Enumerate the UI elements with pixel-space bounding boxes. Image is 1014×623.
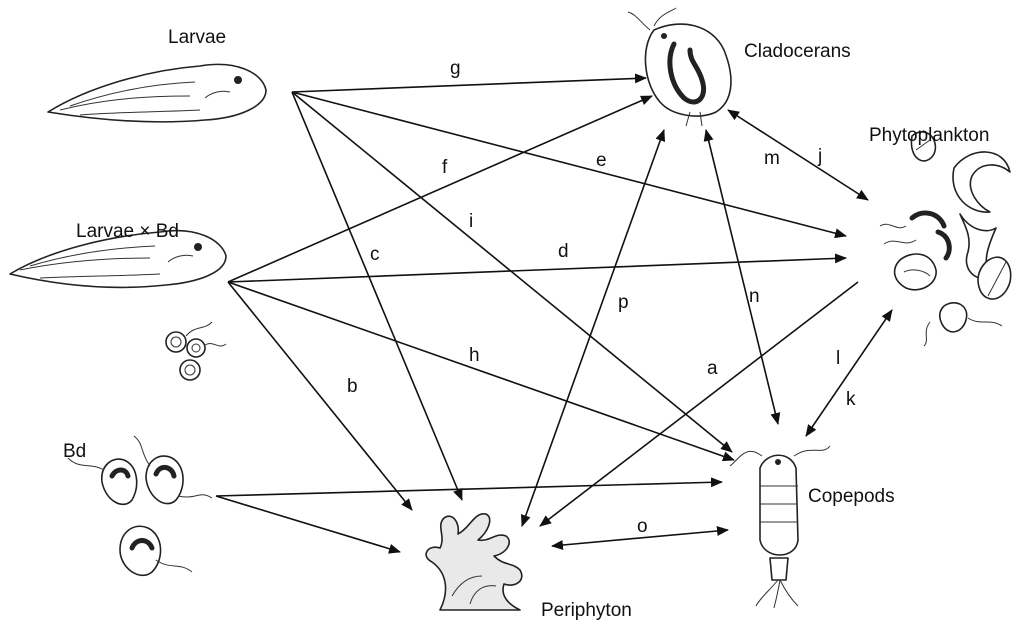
edge-p <box>522 130 664 526</box>
edge-label-o: o <box>637 516 648 537</box>
edge-label-g: g <box>450 58 461 79</box>
node-label-larvae-bd: Larvae × Bd <box>76 221 179 242</box>
larvae-illustration <box>48 64 266 121</box>
edge-b <box>228 282 412 510</box>
edge-f <box>228 96 652 282</box>
edge-label-b: b <box>347 376 358 397</box>
node-label-copepods: Copepods <box>808 486 895 507</box>
edge-label-d: d <box>558 241 569 262</box>
edge-d <box>228 258 846 282</box>
edge-label-n: n <box>749 286 760 307</box>
copepods-illustration <box>730 446 830 608</box>
edge-label-f: f <box>442 157 448 178</box>
node-label-periphyton: Periphyton <box>541 600 632 621</box>
edge-c <box>292 92 462 500</box>
edge-l-j <box>728 110 868 200</box>
edge-n <box>706 130 778 424</box>
node-label-phytoplankton: Phytoplankton <box>869 125 989 146</box>
edge-label-i: i <box>469 211 473 232</box>
edge-i <box>292 92 732 452</box>
edge-m-k <box>806 310 892 436</box>
node-label-larvae: Larvae <box>168 27 226 48</box>
edge-e <box>292 92 846 236</box>
cladocerans-illustration <box>628 8 731 126</box>
periphyton-illustration <box>426 514 522 610</box>
edge-label-h: h <box>469 345 480 366</box>
bd-illustration <box>68 436 212 575</box>
edge-label-p: p <box>618 292 629 313</box>
node-label-cladocerans: Cladocerans <box>744 41 851 62</box>
larvae-bd-illustration <box>10 231 226 380</box>
edge-g <box>292 78 646 92</box>
edge-h <box>228 282 734 460</box>
edge-bd-periphyton <box>216 496 400 552</box>
edge-bd-copepods <box>216 482 722 496</box>
node-label-bd: Bd <box>63 441 86 462</box>
edge-label-c: c <box>370 244 380 265</box>
edge-label-e: e <box>596 150 607 171</box>
edge-label-l: m <box>764 148 780 169</box>
edge-label-j: j <box>817 146 822 167</box>
phytoplankton-illustration <box>880 132 1011 346</box>
edge-label-a: a <box>707 358 718 379</box>
edge-label-m: l <box>836 348 840 369</box>
edge-label-k: k <box>846 389 856 410</box>
